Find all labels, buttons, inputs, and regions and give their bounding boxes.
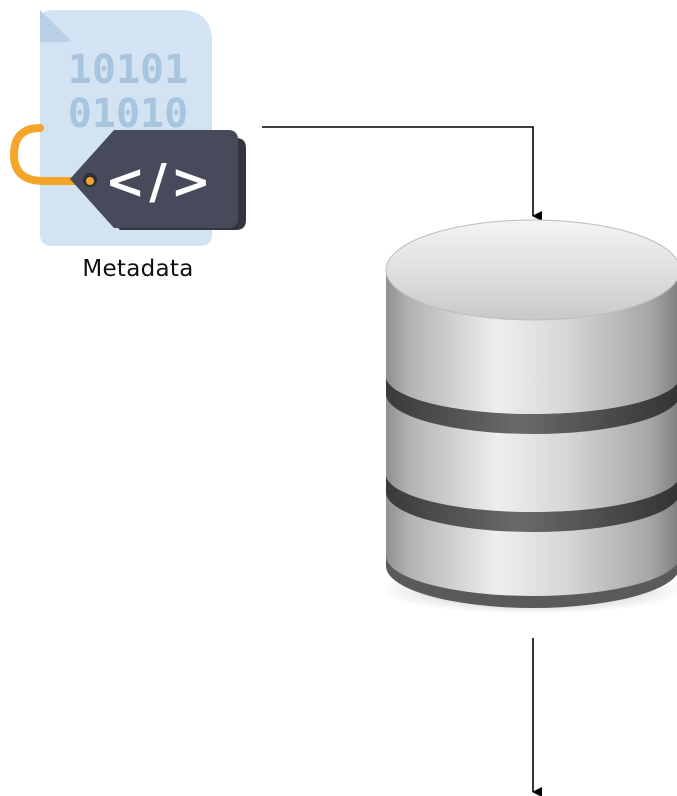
database-base-rim xyxy=(386,556,677,608)
tag-shape xyxy=(70,130,238,228)
database-band-2 xyxy=(386,474,677,532)
database-band-1 xyxy=(386,376,677,434)
metadata-file-icon: 10101 01010 </> xyxy=(9,10,246,246)
connector-metadata-to-database xyxy=(262,126,542,221)
database-top-rim xyxy=(385,219,677,321)
tag-code-glyph: </> xyxy=(105,154,215,210)
file-digits-row2: 01010 xyxy=(68,91,188,137)
tag-ring-knot xyxy=(86,177,94,185)
file-fold xyxy=(40,10,72,42)
database-icon xyxy=(381,219,677,614)
database-top-lid xyxy=(386,220,677,320)
metadata-label: Metadata xyxy=(82,256,194,282)
tag-string xyxy=(9,124,90,185)
file-digits-row1: 10101 xyxy=(68,47,188,93)
